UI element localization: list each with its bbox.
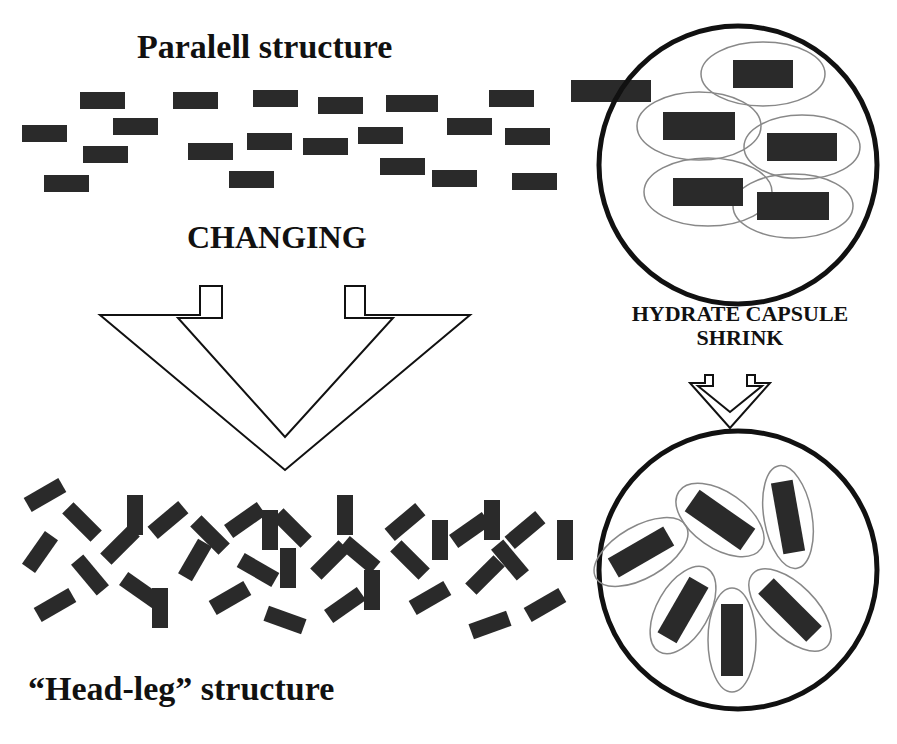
hydrate-capsules-before [637, 42, 860, 238]
molecules-before [663, 60, 837, 220]
molecules-after [608, 480, 822, 676]
shrink-arrow [690, 375, 770, 428]
process-label: HYDRATE CAPSULE SHRINK [600, 302, 880, 350]
process-label: CHANGING [187, 220, 367, 255]
hydrate-circle-before [599, 26, 877, 304]
structure-title: “Head-leg” structure [28, 670, 334, 707]
hydrate-circle-after [599, 431, 877, 709]
parallel-molecules [22, 80, 651, 192]
hydrate-capsules-after [583, 462, 845, 692]
structure-title: Paralell structure [137, 28, 392, 65]
head-leg-molecules [22, 478, 573, 639]
change-arrow [100, 286, 470, 470]
